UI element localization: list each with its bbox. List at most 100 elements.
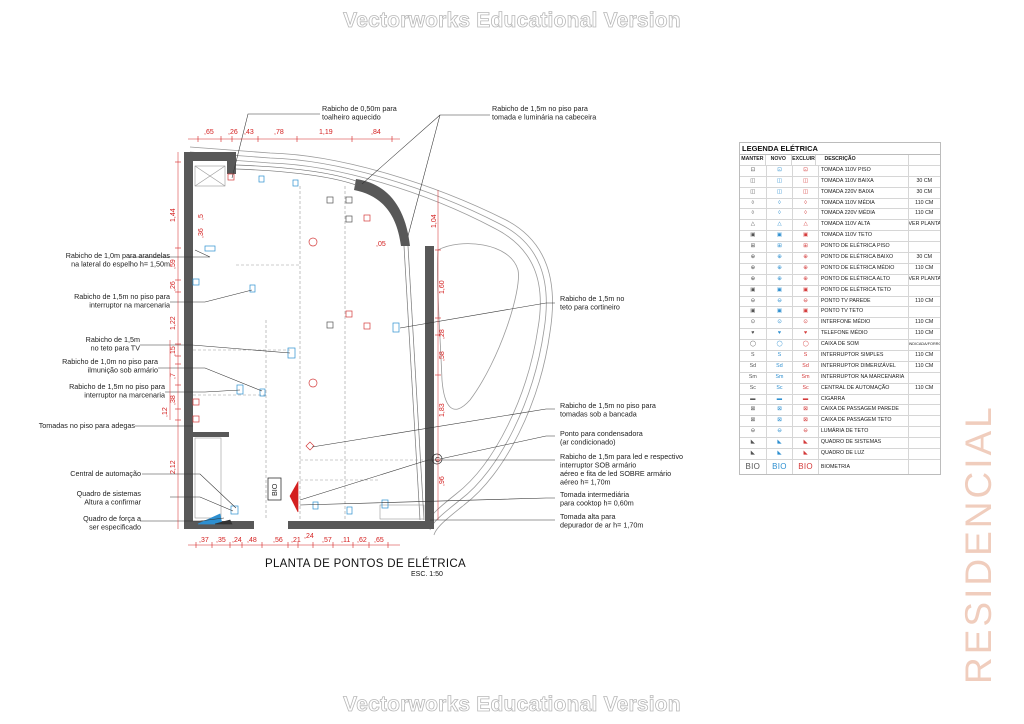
bio-label: BIO — [270, 483, 279, 496]
wall-bottom-right — [288, 521, 434, 529]
legend-symbol-manter: BIO — [740, 459, 767, 474]
legend-note — [909, 405, 941, 415]
legend-note: 30 CM — [916, 254, 933, 261]
legend-description: TOMADA 110V TETO — [819, 231, 909, 242]
legend-symbol-manter: ⊙ — [740, 318, 767, 329]
legend-description: TOMADA 220V MÉDIA — [819, 209, 909, 220]
legend-description: TOMADA 110V MÉDIA — [819, 198, 909, 209]
legend-note: 110 CM — [915, 362, 934, 369]
legend-description: TELEFONE MÉDIO — [819, 329, 909, 340]
legend-symbol-novo: ⊕ — [767, 274, 794, 285]
legend-row: ▬▬▬CIGARRA — [740, 394, 940, 406]
legend-symbol-novo: ⊠ — [767, 416, 794, 427]
dim-left: ,26 — [170, 281, 177, 291]
legend-description: LUMÁRIA DE TETO — [819, 427, 909, 438]
legend-note: 110 CM — [915, 264, 934, 271]
legend-description: CAIXA DE PASSAGEM PAREDE — [819, 405, 909, 416]
legend-row: ⊠⊠⊠CAIXA DE PASSAGEM TETO — [740, 416, 940, 428]
legend-symbol-manter: ◊ — [740, 209, 767, 220]
legend-row: ⊠⊠⊠CAIXA DE PASSAGEM PAREDE — [740, 405, 941, 417]
dim-top: 1,19 — [319, 129, 333, 136]
legend-title: LEGENDA ELÉTRICA — [740, 143, 940, 155]
legend-symbol-novo: ⊡ — [767, 165, 794, 176]
legend-symbol-manter: ⊖ — [740, 296, 767, 307]
dim-left: ,15 — [170, 346, 177, 356]
legend-row: ▣▣▣PONTO DE ELÉTRICA TETO — [740, 285, 940, 297]
dim-left: ,5 — [198, 214, 205, 220]
legend-header-excluir: EXCLUIR — [792, 155, 817, 165]
legend-note — [909, 438, 941, 448]
wall-partition — [193, 432, 229, 437]
watermark-top: Vectorworks Educational Version — [343, 9, 681, 33]
wall-top-stub — [227, 152, 236, 174]
legend-note: 110 CM — [915, 297, 934, 304]
dim-top: ,43 — [244, 129, 254, 136]
legend-symbol-manter: Sd — [740, 361, 767, 372]
dim-bottom: ,56 — [273, 537, 283, 544]
legend-symbol-novo: ◊ — [767, 209, 794, 220]
legend-note: 110 CM — [915, 210, 934, 217]
walls — [184, 152, 434, 529]
legend-symbol-novo: Sc — [767, 383, 794, 394]
legend-symbol-novo: ⊕ — [767, 253, 794, 263]
legend-note: 30 CM — [916, 188, 933, 195]
ann-11: Ponto para condensadora(ar condicionado) — [560, 429, 643, 447]
dim-bottom: ,62 — [357, 537, 367, 544]
watermark-bottom: Vectorworks Educational Version — [343, 693, 681, 717]
legend-symbol-novo: △ — [767, 220, 794, 231]
legend-table: LEGENDA ELÉTRICA MANTER NOVO EXCLUIR DES… — [739, 142, 941, 475]
legend-header-row: MANTER NOVO EXCLUIR DESCRIÇÃO — [740, 155, 940, 166]
legend-note: 110 CM — [915, 330, 934, 337]
legend-symbol-manter: ⊠ — [740, 416, 767, 427]
legend-note — [909, 307, 941, 317]
legend-symbol-excluir: ▣ — [793, 231, 819, 242]
legend-symbol-manter: ▣ — [740, 285, 767, 296]
dim-note: ,05 — [376, 241, 386, 248]
legend-symbol-manter: Sc — [740, 383, 767, 394]
legend-symbol-excluir: △ — [793, 220, 819, 231]
legend-symbol-excluir: ◫ — [793, 187, 819, 198]
plan-scale: ESC. 1:50 — [411, 571, 443, 578]
legend-symbol-excluir: ◯ — [793, 340, 819, 351]
legend-description: CIGARRA — [819, 394, 909, 405]
legend-symbol-novo: ⊞ — [767, 242, 794, 253]
legend-symbol-manter: ⊖ — [740, 427, 767, 438]
legend-description: INTERRUPTOR SIMPLES — [819, 351, 909, 361]
dim-left: 2,12 — [170, 460, 177, 474]
dim-left: ,12 — [162, 407, 169, 417]
dim-left: 1,22 — [170, 316, 177, 330]
legend-symbol-excluir: ◊ — [793, 198, 819, 209]
legend-symbol-manter: ⊠ — [740, 405, 767, 416]
legend-symbol-manter: ▣ — [740, 231, 767, 242]
legend-symbol-excluir: ⊡ — [793, 165, 819, 176]
interior-fixtures — [193, 165, 425, 520]
legend-symbol-excluir: ⊖ — [793, 427, 819, 438]
legend-note: 110 CM — [915, 319, 934, 326]
legend-row: ⊡⊡⊡TOMADA 110V PISO — [740, 165, 940, 177]
legend-symbol-excluir: ▣ — [793, 285, 819, 296]
legend-note: 110 CM — [915, 384, 934, 391]
legend-symbol-novo: ⊕ — [767, 263, 794, 274]
legend-description: PONTO DE ELÉTRICA BAIXO — [819, 253, 909, 263]
legend-description: CENTRAL DE AUTOMAÇÃO — [819, 383, 909, 394]
legend-symbol-manter: ⊞ — [740, 242, 767, 253]
dim-right: ,58 — [439, 351, 446, 361]
legend-symbol-excluir: ⊕ — [793, 274, 819, 285]
legend-note — [909, 460, 941, 474]
dim-right: 1,04 — [431, 214, 438, 228]
